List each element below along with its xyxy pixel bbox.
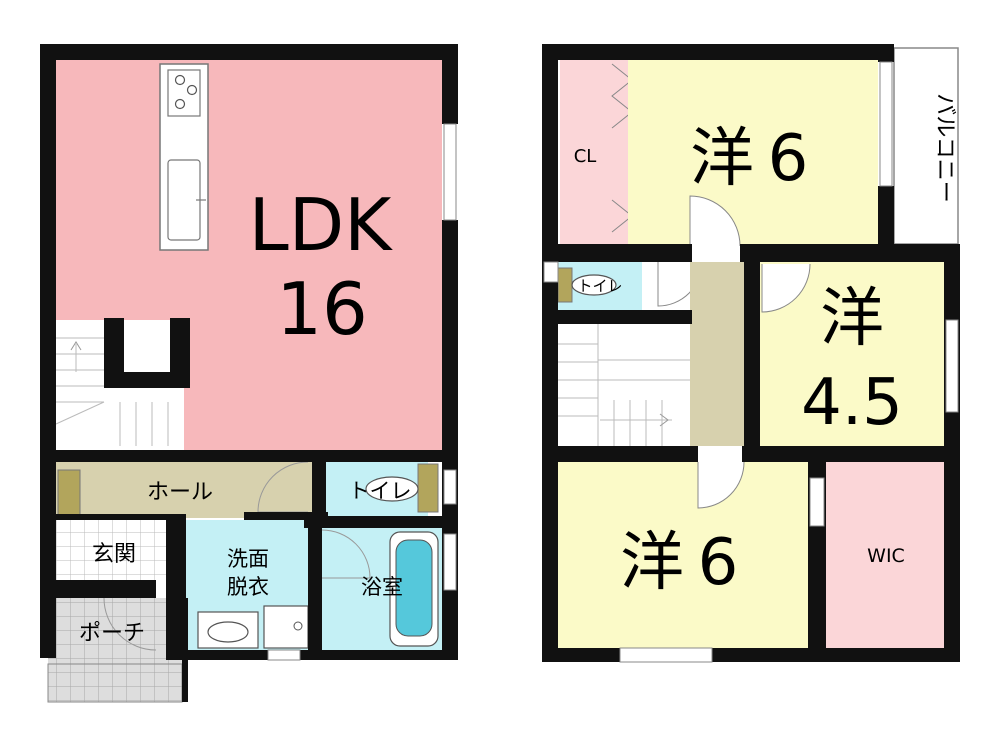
door-swing-room-c xyxy=(697,461,745,509)
toilet-bowl-icon xyxy=(571,274,617,296)
ldk-size: 16 xyxy=(276,267,368,351)
bathtub-basin xyxy=(395,539,433,637)
room-b-size: 4.5 xyxy=(801,366,903,440)
closet xyxy=(560,60,628,244)
toilet-tank-1f xyxy=(417,463,439,513)
room-c-size: 6 xyxy=(698,526,739,600)
stair-arrow-1f xyxy=(70,341,82,351)
room-a-kanji: 洋 xyxy=(690,122,754,196)
hall-1f xyxy=(56,462,322,518)
door-swing-entrance xyxy=(103,597,157,651)
bath-label: 浴室 xyxy=(361,575,403,599)
wic-label: WIC xyxy=(867,545,905,567)
entrance-label: 玄関 xyxy=(92,542,136,567)
stove xyxy=(167,69,201,117)
toilet-label-1f: トイレ xyxy=(349,479,412,503)
washroom-label-line2: 脱衣 xyxy=(227,575,269,599)
door-swing-room-b xyxy=(761,263,811,313)
stove-burner-icon xyxy=(174,98,186,110)
toilet-label-2f: トイレ xyxy=(577,277,622,295)
walls-2f xyxy=(542,44,960,662)
first-floor: LDK 16 ホール トイレ 玄関 洗面 脱衣 浴室 xyxy=(40,44,458,703)
toilet-tank-2f xyxy=(557,267,573,303)
washroom-label-line1: 洗面 xyxy=(227,547,269,571)
door-swing-hall xyxy=(257,461,309,513)
toilet-bowl-icon xyxy=(365,476,419,502)
stove-burner-icon xyxy=(186,84,198,96)
hallway-2f xyxy=(690,262,744,446)
balcony-label: バルコニー xyxy=(932,93,957,203)
stair-column-1f xyxy=(104,318,190,388)
second-floor: CL 洋 6 バルコニー トイレ 洋 xyxy=(542,44,960,663)
ldk-name: LDK xyxy=(249,183,394,267)
kitchen-sink xyxy=(167,159,201,241)
stair-area-2f xyxy=(558,324,690,446)
entrance xyxy=(56,518,168,580)
porch-label: ポーチ xyxy=(79,621,145,646)
door-swing-bath xyxy=(321,529,371,579)
door-swing-room-a xyxy=(689,195,741,247)
windows-2f xyxy=(543,61,959,663)
room-c-kanji: 洋 xyxy=(620,526,684,600)
room-a-size: 6 xyxy=(768,122,809,196)
stair-lines-2f xyxy=(558,324,690,446)
room-b-kanji: 洋 xyxy=(820,282,884,356)
western-room-a xyxy=(628,60,878,244)
western-room-c xyxy=(558,462,808,648)
stove-burner-icon xyxy=(174,74,186,86)
closet-label: CL xyxy=(574,146,597,167)
basin-bowl-icon xyxy=(207,621,249,643)
windows-1f xyxy=(267,123,457,661)
balcony xyxy=(893,47,959,245)
porch-step xyxy=(47,663,183,703)
stair-lines-1f xyxy=(55,337,169,446)
hall-label-1f: ホール xyxy=(147,480,213,505)
stair-arrow-2f xyxy=(659,413,669,427)
walk-in-closet xyxy=(826,462,946,648)
